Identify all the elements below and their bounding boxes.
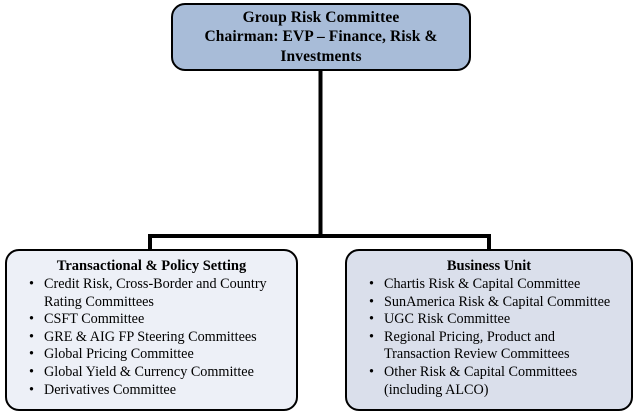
bullet-icon: • [369, 276, 374, 292]
bullet-icon: • [29, 346, 34, 363]
list-item-label: CSFT Committee [44, 311, 145, 328]
group-risk-committee-title-line-3: Investments [280, 47, 362, 65]
list-item: • Global Pricing Committee [29, 346, 288, 364]
list-item-label: Global Yield & Currency Committee [44, 363, 254, 380]
list-item: • Global Yield & Currency Committee [29, 364, 288, 382]
business-unit-body: Business Unit • Chartis Risk & Capital C… [347, 251, 631, 409]
bullet-icon: • [29, 363, 34, 380]
list-item-label: GRE & AIG FP Steering Committees [44, 328, 257, 345]
list-item-label: Derivatives Committee [44, 381, 176, 398]
transactional-policy-setting-list: • Credit Risk, Cross-Border and Country … [15, 276, 288, 399]
transactional-policy-setting-heading: Transactional & Policy Setting [56, 258, 247, 274]
node-business-unit: Business Unit • Chartis Risk & Capital C… [345, 249, 633, 411]
list-item: • Chartis Risk & Capital Committee [369, 276, 623, 294]
group-risk-committee-title: Group Risk Committee Chairman: EVP – Fin… [198, 8, 443, 67]
bullet-icon: • [29, 328, 34, 345]
bullet-icon: • [29, 276, 34, 292]
list-item-label: Other Risk & Capital Committees (includi… [384, 363, 578, 398]
group-risk-committee-title-line-1: Group Risk Committee [242, 8, 400, 26]
list-item-label: Credit Risk, Cross-Border and Country Ra… [44, 276, 267, 310]
node-transactional-policy-setting: Transactional & Policy Setting • Credit … [5, 249, 298, 411]
group-risk-committee-title-line-2: Chairman: EVP – Finance, Risk & [204, 28, 438, 46]
list-item-label: SunAmerica Risk & Capital Committee [384, 293, 611, 310]
bullet-icon: • [29, 311, 34, 328]
business-unit-list: • Chartis Risk & Capital Committee • Sun… [355, 276, 623, 399]
list-item: • UGC Risk Committee [369, 311, 623, 329]
bullet-icon: • [369, 311, 374, 328]
bullet-icon: • [369, 363, 374, 380]
list-item: • GRE & AIG FP Steering Committees [29, 329, 288, 347]
business-unit-heading: Business Unit [446, 258, 532, 274]
list-item-label: UGC Risk Committee [384, 311, 511, 328]
list-item: • Derivatives Committee [29, 382, 288, 400]
bullet-icon: • [29, 381, 34, 398]
bullet-icon: • [369, 293, 374, 310]
list-item: • Credit Risk, Cross-Border and Country … [29, 276, 288, 311]
list-item: • CSFT Committee [29, 311, 288, 329]
list-item: • Regional Pricing, Product and Transact… [369, 329, 623, 364]
bullet-icon: • [369, 328, 374, 345]
list-item: • SunAmerica Risk & Capital Committee [369, 294, 623, 312]
list-item-label: Regional Pricing, Product and Transactio… [384, 328, 570, 363]
list-item-label: Chartis Risk & Capital Committee [384, 276, 581, 292]
list-item-label: Global Pricing Committee [44, 346, 194, 363]
transactional-policy-setting-body: Transactional & Policy Setting • Credit … [7, 251, 296, 409]
node-group-risk-committee: Group Risk Committee Chairman: EVP – Fin… [171, 3, 471, 71]
list-item: • Other Risk & Capital Committees (inclu… [369, 364, 623, 399]
